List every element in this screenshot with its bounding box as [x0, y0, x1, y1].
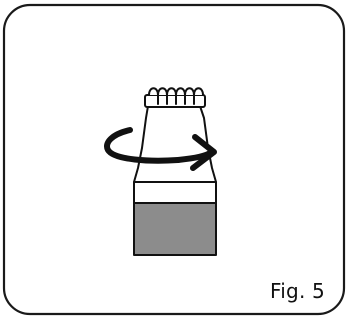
bottle-icon [133, 87, 217, 256]
bottle-outline [133, 105, 217, 256]
liquid-level [134, 203, 216, 255]
bottle-cap-icon [144, 87, 206, 108]
rotate-arrow-icon [104, 127, 217, 171]
figure-caption: Fig. 5 [270, 279, 325, 303]
